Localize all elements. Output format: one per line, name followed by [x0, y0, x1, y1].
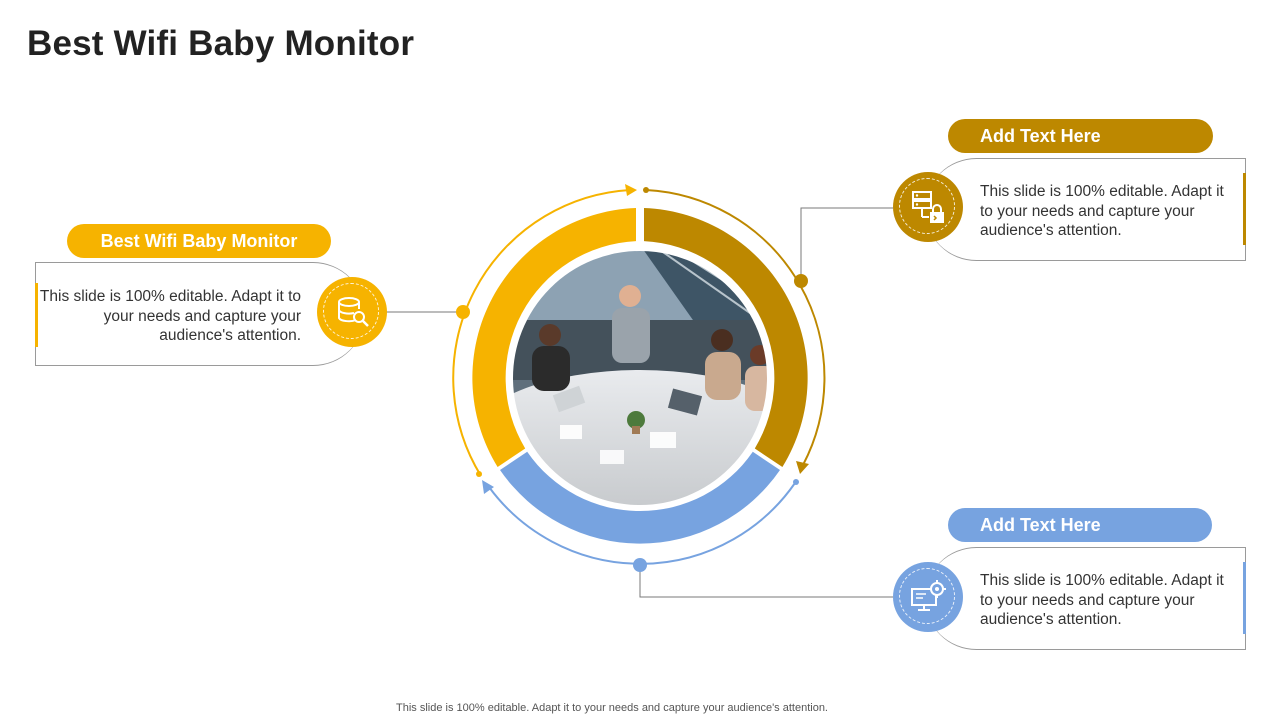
right-top-card-body: This slide is 100% editable. Adapt it to…	[980, 183, 1224, 239]
server-security-icon	[893, 172, 963, 242]
donut-segment-gold	[644, 208, 808, 467]
footer-note: This slide is 100% editable. Adapt it to…	[396, 702, 828, 714]
right-bottom-card-accent	[1243, 562, 1246, 634]
monitor-settings-icon	[893, 562, 963, 632]
connector-dot-yellow	[456, 305, 470, 319]
right-bottom-text-card: This slide is 100% editable. Adapt it to…	[925, 547, 1246, 650]
database-search-icon	[317, 277, 387, 347]
right-top-heading-pill: Add Text Here	[948, 119, 1213, 153]
right-top-text-card: This slide is 100% editable. Adapt it to…	[925, 158, 1246, 261]
left-card-accent	[35, 283, 38, 347]
donut-segment-blue	[500, 451, 780, 544]
arrow-head-gold	[796, 461, 809, 474]
connector-dot-blue	[633, 558, 647, 572]
arrow-dot-yellow-start	[476, 471, 482, 477]
right-bottom-card-body: This slide is 100% editable. Adapt it to…	[980, 572, 1224, 628]
left-card-body: This slide is 100% editable. Adapt it to…	[39, 288, 301, 344]
arrow-dot-blue-start	[793, 479, 799, 485]
arrow-head-blue	[482, 480, 494, 494]
right-bottom-heading-pill: Add Text Here	[948, 508, 1212, 542]
page-title: Best Wifi Baby Monitor	[27, 24, 415, 63]
left-heading-pill: Best Wifi Baby Monitor	[67, 224, 331, 258]
donut-segment-yellow	[472, 208, 636, 467]
right-top-card-accent	[1243, 173, 1246, 245]
arrow-head-yellow	[625, 184, 637, 196]
connector-line-right-bottom	[639, 565, 893, 598]
arrow-dot-gold-start	[643, 187, 649, 193]
connector-line-right-top	[800, 207, 893, 281]
arrow-arc-yellow	[452, 189, 631, 477]
left-text-card: This slide is 100% editable. Adapt it to…	[35, 262, 365, 366]
connector-dot-gold	[794, 274, 808, 288]
